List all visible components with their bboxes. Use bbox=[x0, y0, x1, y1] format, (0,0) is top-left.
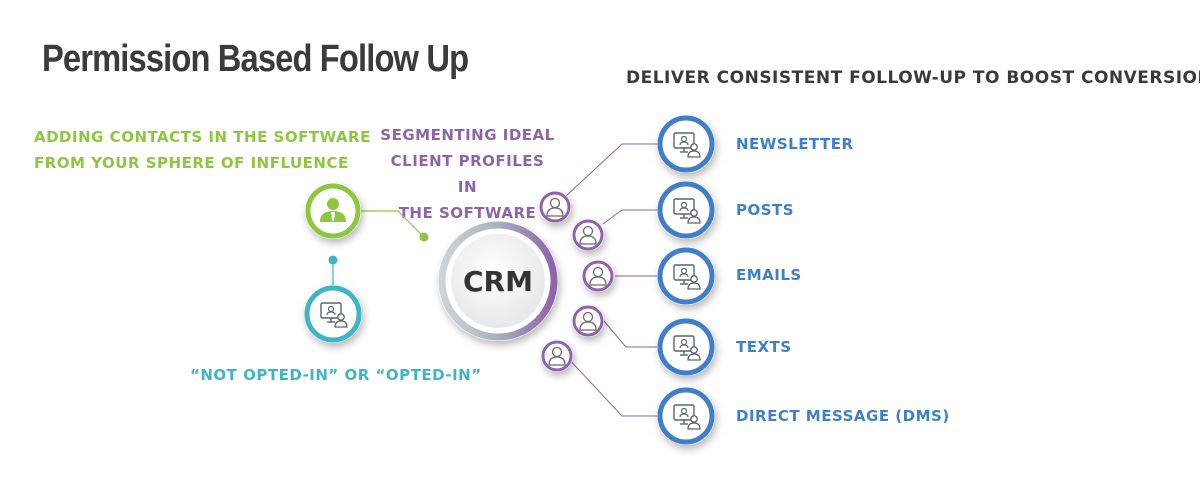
output-label-texts: Texts bbox=[736, 338, 792, 356]
segmenting-label: Segmenting ideal client profiles in the … bbox=[380, 122, 555, 226]
output-node-dms bbox=[657, 387, 715, 445]
opt-status-label: “Not opted-in” or “opted-in” bbox=[190, 366, 482, 384]
output-label-posts: Posts bbox=[736, 201, 795, 219]
subtitle: Deliver consistent follow-up to boost co… bbox=[626, 68, 1200, 88]
crm-hub: CRM bbox=[438, 221, 558, 341]
adding-contacts-label: Adding contacts in the software from you… bbox=[34, 124, 371, 176]
segment-node-5 bbox=[541, 340, 573, 372]
segment-node-1 bbox=[539, 191, 571, 223]
opt-status-node bbox=[304, 285, 362, 343]
add-contact-node bbox=[305, 183, 361, 239]
segment-node-3 bbox=[582, 260, 614, 292]
output-node-newsletter bbox=[657, 115, 715, 173]
connector-lines bbox=[328, 143, 658, 417]
segmenting-line-1: Segmenting ideal bbox=[380, 126, 555, 144]
crm-hub-label: CRM bbox=[463, 265, 533, 298]
output-node-emails bbox=[657, 247, 715, 305]
adding-contacts-line-1: Adding contacts in the software bbox=[34, 128, 371, 146]
page-title: Permission Based Follow Up bbox=[42, 38, 469, 80]
output-label-emails: Emails bbox=[736, 266, 802, 284]
segmenting-line-2: client profiles in bbox=[390, 152, 545, 196]
adding-contacts-line-2: from your sphere of influence bbox=[34, 154, 349, 172]
output-node-posts bbox=[657, 181, 715, 239]
segmenting-line-3: the software bbox=[398, 204, 537, 222]
user-tie-icon bbox=[320, 198, 346, 222]
segment-node-2 bbox=[572, 219, 604, 251]
output-label-dms: Direct Message (DMs) bbox=[736, 407, 950, 425]
output-node-texts bbox=[657, 318, 715, 376]
segment-node-4 bbox=[572, 305, 604, 337]
output-label-newsletter: Newsletter bbox=[736, 135, 854, 153]
